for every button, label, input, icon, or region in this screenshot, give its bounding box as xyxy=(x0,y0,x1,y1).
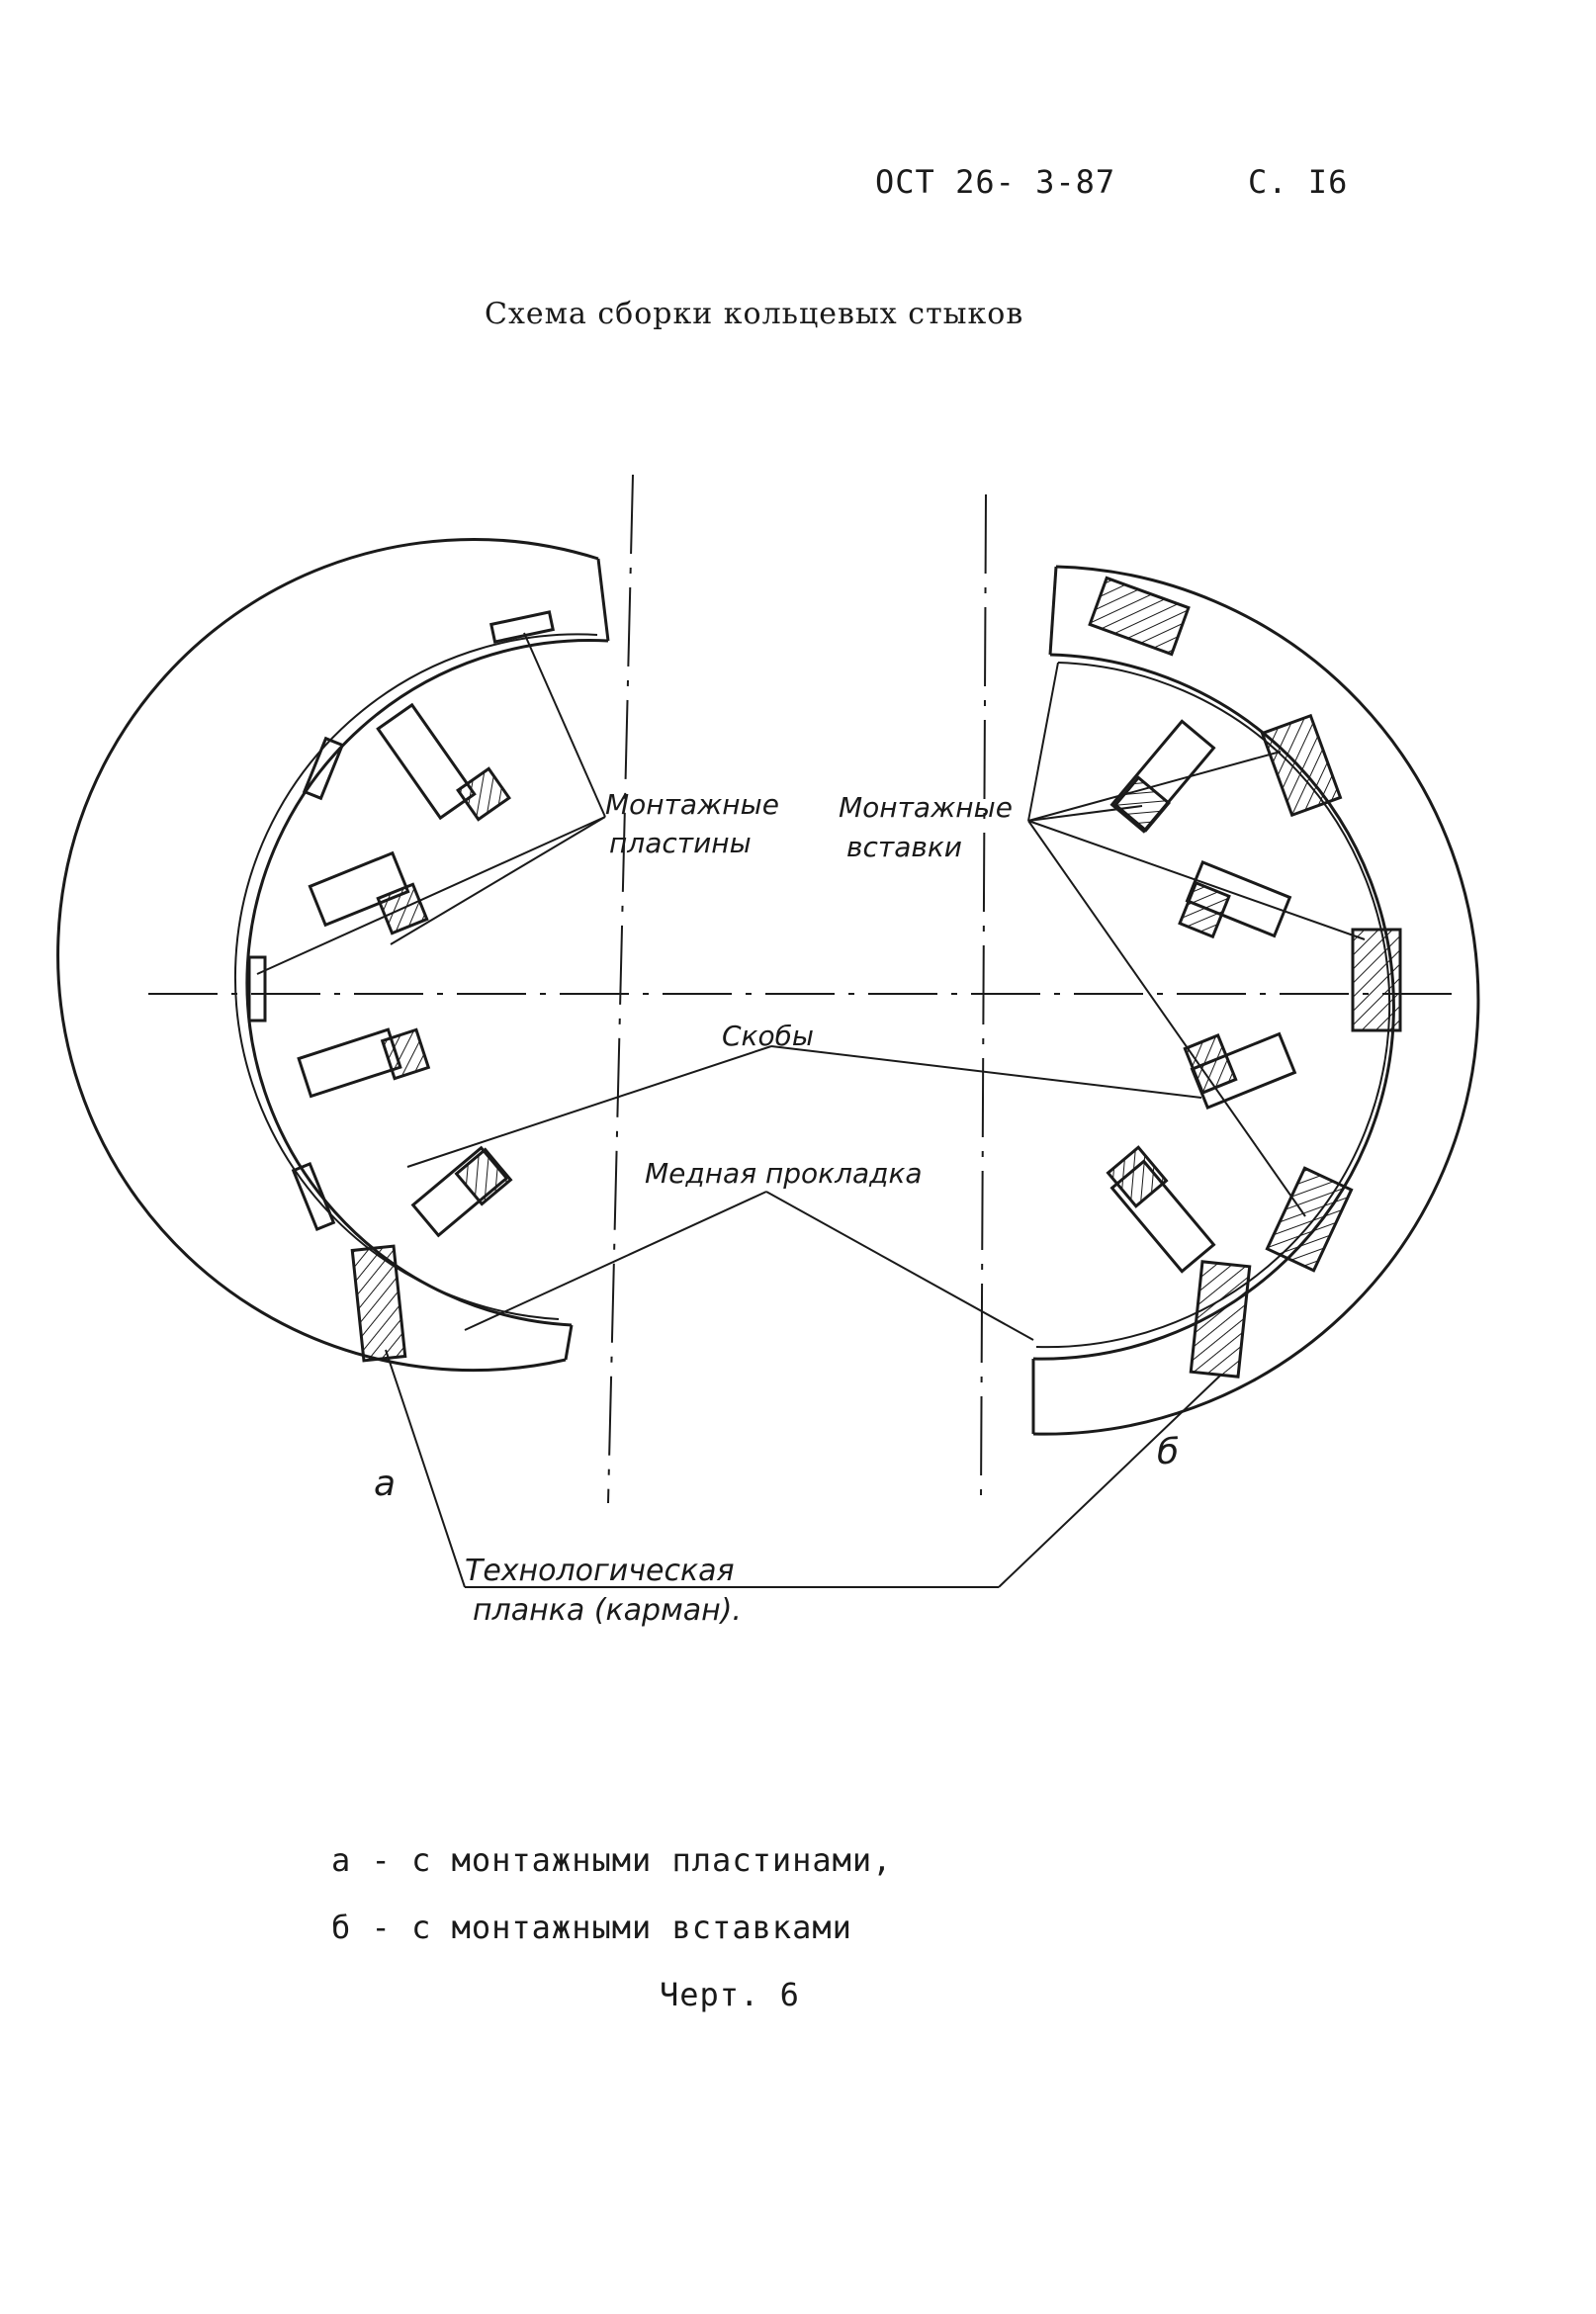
label-variant-b: б xyxy=(1157,1432,1179,1472)
label-technological-strip-2: планка (карман). xyxy=(473,1593,742,1628)
vertical-axis-left xyxy=(607,474,634,1504)
mounting-plate xyxy=(302,736,345,801)
bracket xyxy=(376,702,511,822)
leader-lines xyxy=(256,632,1366,1588)
mounting-insert xyxy=(1265,1166,1354,1273)
bracket xyxy=(410,1145,513,1238)
technological-strip-right xyxy=(1189,1260,1252,1379)
label-technological-strip-1: Технологическая xyxy=(465,1554,735,1588)
label-brackets: Скобы xyxy=(722,1020,814,1052)
mounting-plate xyxy=(489,610,555,644)
vertical-axis-right xyxy=(980,493,987,1504)
mounting-insert xyxy=(1088,576,1191,657)
mounting-plate xyxy=(291,1162,336,1231)
legend-variant-a: а - с монтажными пластинами, xyxy=(331,1841,893,1879)
diagram-title: Схема сборки кольцевых стыков xyxy=(485,297,1024,331)
bracket xyxy=(1109,719,1216,834)
bracket xyxy=(1178,859,1292,939)
legend-variant-b: б - с монтажными вставками xyxy=(331,1909,852,1946)
bracket xyxy=(297,1027,431,1099)
mounting-insert xyxy=(1260,713,1343,818)
figure-caption: Черт. 6 xyxy=(660,1976,800,2013)
bracket xyxy=(1183,1031,1297,1111)
left-half-ring xyxy=(56,538,610,1372)
label-copper-gasket: Медная прокладка xyxy=(645,1157,923,1190)
label-mounting-inserts-1: Монтажные xyxy=(839,791,1013,824)
label-mounting-plates-1: Монтажные xyxy=(605,788,779,821)
label-variant-a: а xyxy=(374,1464,396,1504)
document-number: ОСТ 26- 3-87 xyxy=(875,163,1116,201)
right-half-ring xyxy=(1031,565,1480,1436)
technological-strip-left xyxy=(350,1244,407,1363)
label-mounting-inserts-2: вставки xyxy=(846,831,962,863)
mounting-plate xyxy=(247,955,267,1023)
mounting-insert xyxy=(1351,928,1402,1032)
page-number: С. I6 xyxy=(1248,163,1349,201)
bracket xyxy=(308,850,429,935)
bracket xyxy=(1106,1145,1216,1274)
label-mounting-plates-2: пластины xyxy=(609,827,752,859)
